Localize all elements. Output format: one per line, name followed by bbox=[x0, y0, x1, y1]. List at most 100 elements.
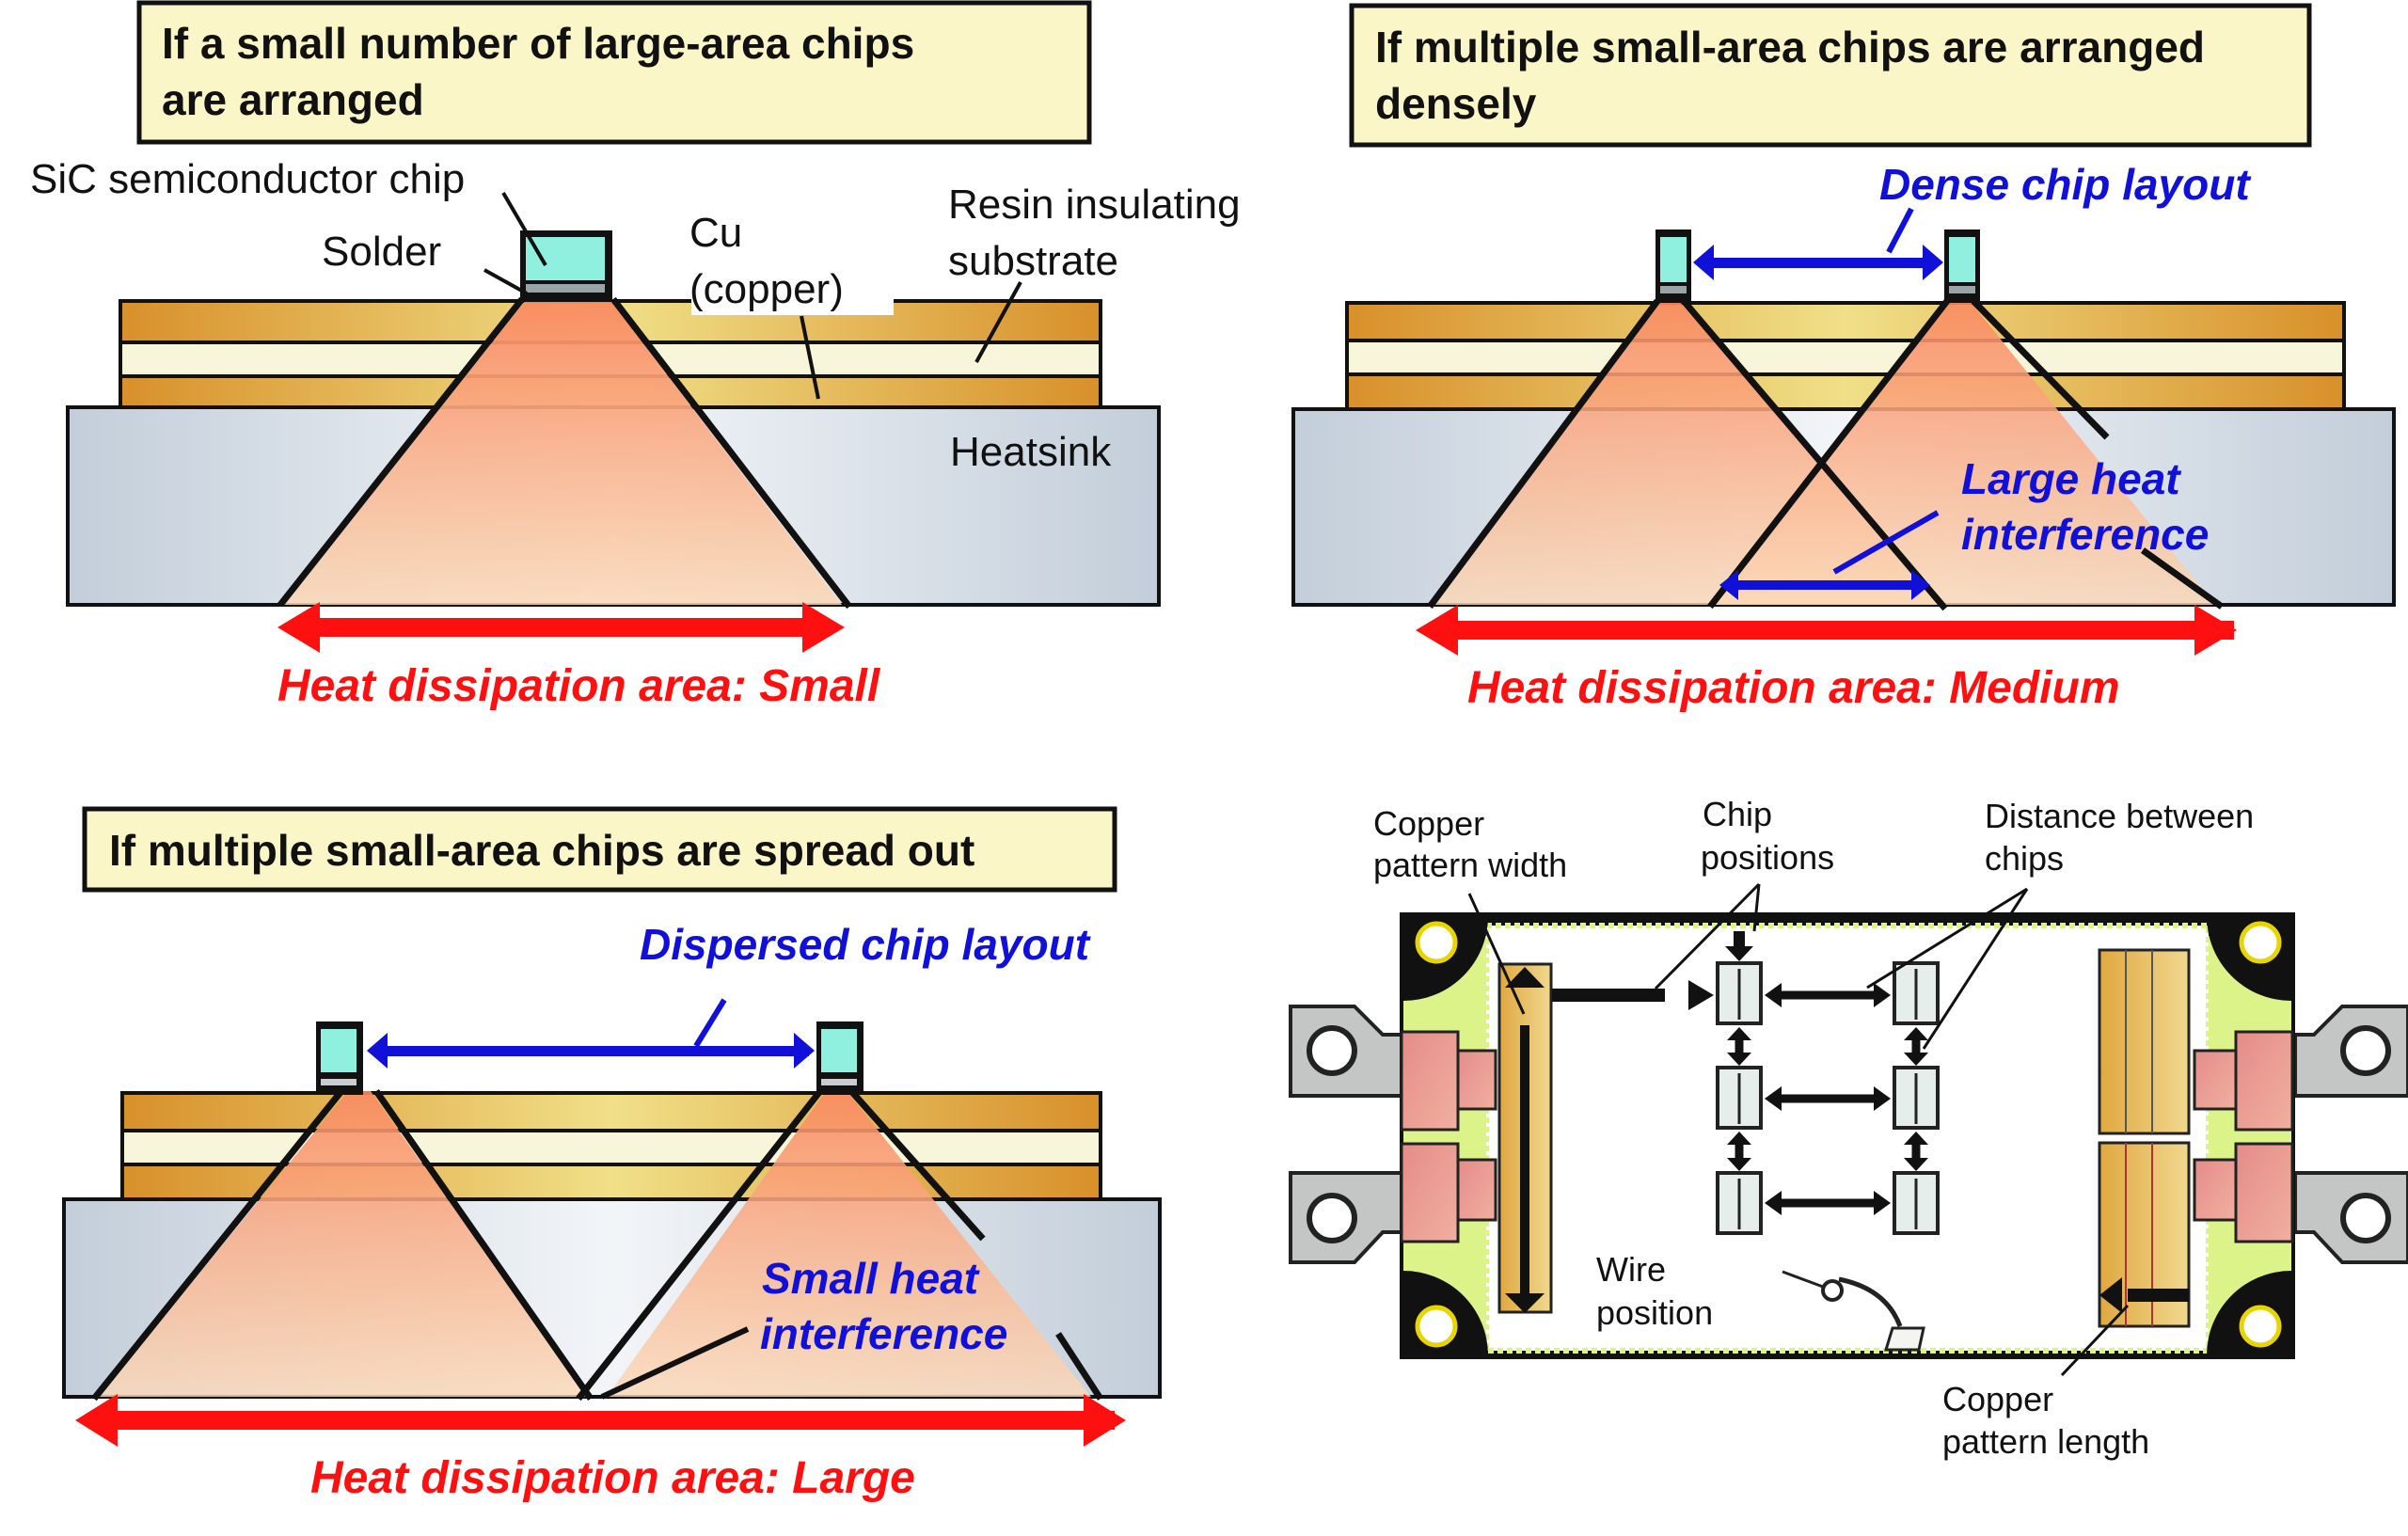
pad bbox=[2193, 1049, 2238, 1111]
title-line-1: If multiple small-area chips are arrange… bbox=[1375, 23, 2205, 71]
width-arrow-up bbox=[1505, 967, 1545, 988]
area-label-small: Heat dissipation area: Small bbox=[277, 661, 881, 711]
title-box bbox=[82, 806, 1117, 893]
resin-substrate-layer bbox=[1345, 339, 2346, 376]
heat-spread-line bbox=[1971, 298, 2110, 440]
copper-layer-bottom bbox=[1345, 372, 2346, 411]
label-heatsink: Heatsink bbox=[950, 429, 1112, 475]
interference-arrow bbox=[1719, 510, 1940, 600]
heat-spread-line bbox=[373, 1088, 594, 1401]
copper-pattern-center-line bbox=[1520, 1025, 1529, 1298]
copper-layer-top bbox=[120, 1091, 1102, 1132]
dispersed-spacing-arrow bbox=[367, 998, 815, 1069]
heat-spread-line bbox=[1707, 298, 1950, 610]
title-box bbox=[1349, 3, 2312, 148]
dissipation-arrow-medium bbox=[1416, 605, 2237, 656]
copper-layer-top bbox=[1345, 301, 2346, 342]
label-interference-2: interference bbox=[1961, 510, 2209, 559]
heat-cone-right bbox=[607, 1091, 1091, 1397]
label-dispersed-layout: Dispersed chip layout bbox=[640, 920, 1091, 969]
solder bbox=[1949, 286, 1975, 293]
chip-position-arrow bbox=[1552, 989, 1665, 1002]
label-wire-2: position bbox=[1596, 1293, 1713, 1332]
heat-spread-line-right bbox=[610, 296, 852, 610]
area-label-large: Heat dissipation area: Large bbox=[310, 1453, 915, 1503]
leader-copper-length bbox=[2060, 1304, 2130, 1377]
label-chip-positions-1: Chip bbox=[1703, 795, 1772, 833]
label-interference-1: Large heat bbox=[1961, 454, 2181, 503]
title-line-2: densely bbox=[1375, 79, 1537, 128]
pad bbox=[2234, 1030, 2294, 1132]
area-label-medium: Heat dissipation area: Medium bbox=[1467, 663, 2120, 713]
label-small-interference-2: interference bbox=[760, 1309, 1007, 1358]
chip-position-arrow-top bbox=[1734, 931, 1745, 950]
pad bbox=[2193, 1158, 2238, 1222]
heat-spread-line bbox=[576, 1088, 823, 1401]
title-line-2: are arranged bbox=[162, 75, 424, 124]
heat-cone-right bbox=[1712, 301, 2215, 605]
leader-distance-2 bbox=[1922, 888, 2029, 1050]
title-line-1: If multiple small-area chips are spread … bbox=[109, 826, 974, 875]
copper-pattern-right bbox=[2098, 948, 2191, 1328]
label-chip-positions-2: positions bbox=[1701, 838, 1834, 877]
chip-position-arrowhead-top bbox=[1725, 946, 1753, 961]
resin-substrate-layer bbox=[120, 1129, 1102, 1166]
panel-module-top-view: Copper pattern width Chip positions Dist… bbox=[1289, 795, 2408, 1461]
leader-distance-1 bbox=[1866, 887, 2028, 990]
label-solder: Solder bbox=[322, 229, 441, 275]
leader-chip bbox=[501, 191, 547, 267]
solder-layer bbox=[526, 284, 605, 293]
heat-cone-left bbox=[99, 1091, 588, 1397]
chip-face bbox=[1660, 237, 1687, 282]
dense-spacing-arrow bbox=[1693, 207, 1943, 280]
pad bbox=[1400, 1142, 1460, 1243]
label-cu: Cu bbox=[689, 210, 742, 256]
heat-spread-line-left bbox=[277, 296, 525, 608]
heat-spread-line bbox=[1055, 1332, 1103, 1401]
label-copper-pattern-width-2: pattern width bbox=[1373, 846, 1567, 884]
solder bbox=[321, 1079, 356, 1085]
leader-chip-pos-2 bbox=[1752, 883, 1761, 932]
label-copper-pattern-length-1: Copper bbox=[1942, 1380, 2053, 1418]
module-chip bbox=[1716, 1066, 1763, 1130]
title-line-1: If a small number of large-area chips bbox=[162, 19, 914, 68]
chip-face bbox=[1949, 237, 1975, 282]
dissipation-arrow-large bbox=[75, 1394, 1126, 1447]
label-wire-1: Wire bbox=[1596, 1250, 1666, 1289]
sic-chip-face bbox=[526, 237, 605, 280]
leader-chip-pos-1 bbox=[1654, 882, 1761, 990]
chip-face bbox=[821, 1029, 857, 1072]
dissipation-arrow-small bbox=[277, 602, 845, 653]
pad bbox=[1456, 1049, 1497, 1111]
title-box bbox=[136, 0, 1092, 145]
module-chip bbox=[1893, 1171, 1940, 1235]
chip-face bbox=[321, 1029, 356, 1072]
label-distance-2: chips bbox=[1985, 839, 2064, 878]
chip-grid bbox=[1716, 961, 1940, 1235]
mount-hole bbox=[2239, 1305, 2282, 1348]
label-small-interference-1: Small heat bbox=[762, 1254, 980, 1303]
cu-label-bg bbox=[691, 221, 894, 315]
label-copper-pattern-width-1: Copper bbox=[1373, 804, 1484, 843]
label-sic-chip: SiC semiconductor chip bbox=[30, 156, 465, 202]
label-distance-1: Distance between bbox=[1985, 797, 2254, 835]
panel-dense-layout: If multiple small-area chips are arrange… bbox=[1291, 3, 2396, 713]
label-copper-pattern-length-2: pattern length bbox=[1942, 1422, 2149, 1461]
module-chip bbox=[1893, 1066, 1940, 1130]
panel-small-number-large-chips: If a small number of large-area chips ar… bbox=[30, 0, 1241, 711]
mount-hole bbox=[2239, 921, 2282, 964]
leader-copper-width bbox=[1467, 893, 1526, 1015]
leader-cu bbox=[800, 315, 820, 400]
label-dense-layout: Dense chip layout bbox=[1879, 160, 2251, 209]
terminal-right-top bbox=[2293, 1005, 2408, 1098]
module-chip bbox=[1893, 961, 1940, 1025]
leader-solder bbox=[483, 268, 528, 295]
mount-hole bbox=[1415, 921, 1458, 964]
pad bbox=[2234, 1142, 2294, 1243]
panel-dispersed-layout: If multiple small-area chips are spread … bbox=[62, 806, 1162, 1503]
distance-arrowheads bbox=[1727, 983, 1928, 1215]
heat-spread-line bbox=[848, 1088, 986, 1242]
label-resin-1: Resin insulating bbox=[948, 182, 1241, 228]
label-resin-2: substrate bbox=[948, 238, 1118, 284]
